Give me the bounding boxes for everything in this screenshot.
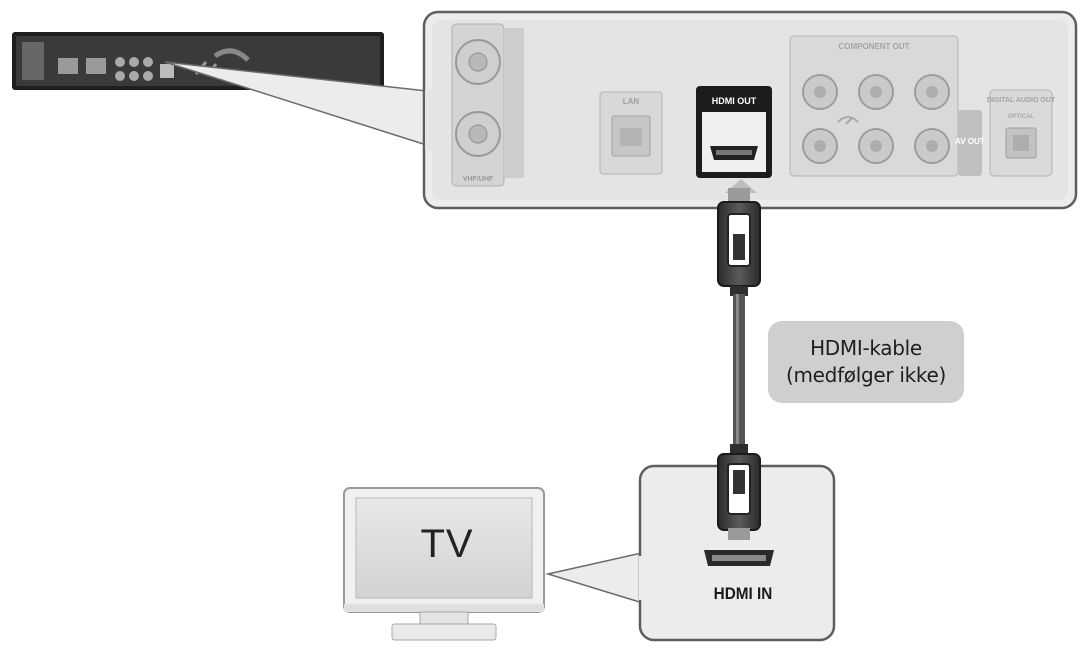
bottom-plug-tip (728, 528, 750, 540)
player-antenna-port (22, 42, 44, 80)
player-optical-port (160, 64, 174, 78)
hdmi-out-label: HDMI OUT (712, 96, 757, 106)
tv-port-callout (638, 436, 836, 642)
antenna-out-core (468, 124, 488, 144)
av-out-label: AV OUT (955, 137, 985, 146)
cable-label-line1: HDMI-kable (810, 336, 922, 360)
blu-ray-player (12, 32, 384, 90)
component-jack-pb-core (870, 86, 882, 98)
component-jack-pr-core (926, 86, 938, 98)
player-hdmi-port (86, 58, 106, 74)
bottom-plug-grip (733, 470, 745, 494)
television (343, 487, 545, 641)
tv-bottom-strip (344, 604, 544, 612)
tv-screen (355, 497, 533, 599)
player-rear-panel (16, 36, 380, 86)
av-out-tab (958, 110, 982, 176)
component-out-label: COMPONENT OUT (838, 42, 909, 51)
optical-port-core (1013, 135, 1029, 151)
top-plug-grip (733, 234, 745, 260)
hdmi-out-inset (702, 112, 766, 172)
hdmi-in-pins (712, 555, 766, 561)
tv-stand-base (391, 623, 497, 641)
antenna-in-core (468, 52, 488, 72)
antenna-side-strip (504, 28, 524, 178)
lan-port-socket (620, 128, 642, 146)
player-lan-port (58, 58, 78, 74)
audio-jack-left-core (814, 140, 826, 152)
component-jack-y-core (814, 86, 826, 98)
video-jack-core (926, 140, 938, 152)
player-jack (143, 57, 153, 67)
lan-label: LAN (623, 97, 640, 106)
optical-label: OPTICAL (1008, 114, 1035, 120)
hdmi-in-label: HDMI IN (713, 584, 773, 603)
tv-callout-seam (639, 556, 649, 600)
cable-highlight (736, 294, 739, 442)
player-jack (115, 57, 125, 67)
callout-seam (425, 90, 439, 150)
player-jack (129, 71, 139, 81)
cable-label-line2: (medfølger ikke) (785, 363, 946, 387)
hdmi-cable (717, 188, 761, 442)
hdmi-out-pins (716, 150, 752, 155)
player-fan-vent (213, 48, 250, 62)
player-jack (143, 71, 153, 81)
rear-panel-zoom: VHF/UHF LAN HDMI OUT COMPONENT OUT (422, 10, 1078, 210)
audio-jack-right-core (870, 140, 882, 152)
player-jack (129, 57, 139, 67)
digital-audio-out-label: DIGITAL AUDIO OUT (987, 97, 1056, 104)
tv-label: TV (420, 522, 474, 566)
vhf-uhf-label: VHF/UHF (463, 176, 494, 183)
top-plug-tip (728, 188, 750, 204)
player-jack (115, 71, 125, 81)
component-arrow-mark (837, 116, 859, 125)
top-plug-strain-relief (730, 286, 748, 296)
tv-callout-pointer (545, 551, 647, 606)
cable-label: HDMI-kable (medfølger ikke) (768, 321, 964, 403)
